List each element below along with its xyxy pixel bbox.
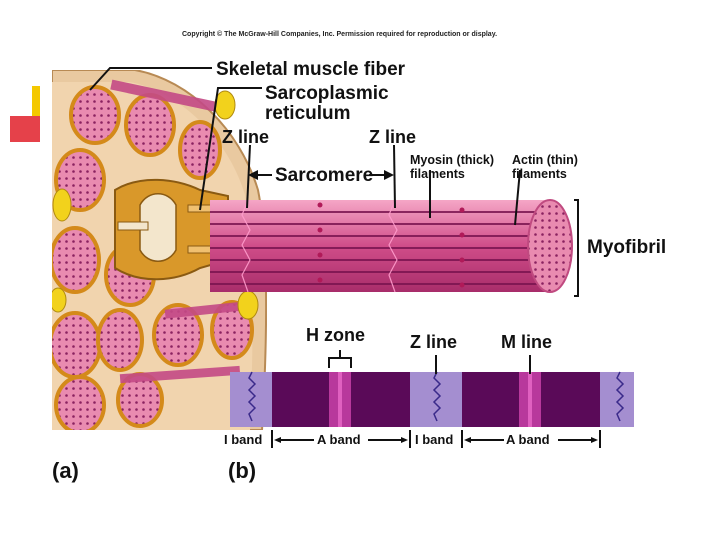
myofibril <box>210 199 573 293</box>
label-sarcomere: Sarcomere <box>275 165 374 186</box>
m-line-2 <box>528 372 532 427</box>
z-line-middle <box>432 371 442 422</box>
label-myofibril: Myofibril <box>587 237 667 258</box>
myofibril-stripes <box>110 79 256 384</box>
label-z-line-right: Z line <box>369 127 417 147</box>
red-accent-square <box>10 116 40 142</box>
yellow-accent-square <box>32 86 40 116</box>
label-m-line: M line <box>501 332 553 352</box>
m-line-1 <box>338 372 342 427</box>
band-arrowheads <box>274 437 598 443</box>
panel-label-a: (a) <box>52 458 79 483</box>
label-z-line-bands: Z line <box>410 332 458 352</box>
z-line-left <box>247 371 257 422</box>
label-i-band-2: I band <box>415 432 454 447</box>
leader-lines <box>89 67 579 297</box>
label-i-band-1: I band <box>224 432 263 447</box>
band-leader-lines <box>271 350 601 448</box>
label-a-band-1: A band <box>317 432 361 447</box>
label-skeletal-muscle-fiber: Skeletal muscle fiber <box>216 59 406 80</box>
label-z-line-left: Z line <box>222 127 270 147</box>
panel-label-b: (b) <box>228 458 257 483</box>
copyright-notice: Copyright © The McGraw-Hill Companies, I… <box>182 31 498 38</box>
label-h-zone: H zone <box>306 325 366 345</box>
sarcoplasmic-reticulum <box>114 178 229 281</box>
label-a-band-2: A band <box>506 432 550 447</box>
label-actin-filaments-2: filaments <box>512 167 567 181</box>
i-band-right <box>600 372 634 427</box>
label-sarcoplasmic-reticulum-1: Sarcoplasmic <box>265 83 389 104</box>
z-line-right <box>615 371 625 422</box>
label-myosin-filaments-2: filaments <box>410 167 465 181</box>
sarcomere-arrow <box>248 170 394 180</box>
label-sarcoplasmic-reticulum-2: reticulum <box>265 103 351 124</box>
band-diagram <box>230 371 634 427</box>
label-myosin-filaments-1: Myosin (thick) <box>410 153 495 167</box>
label-actin-filaments-1: Actin (thin) <box>512 153 578 167</box>
